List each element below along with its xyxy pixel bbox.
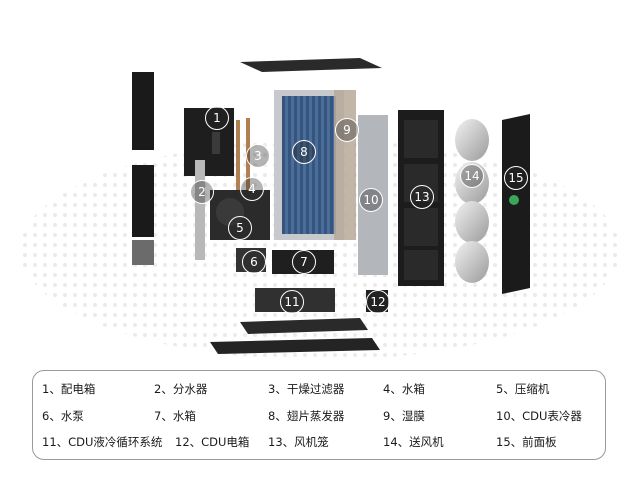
- fan-cage-bay-4: [404, 250, 438, 280]
- supply-fan-3: [455, 201, 489, 243]
- legend-item-5: 5、压缩机: [496, 382, 550, 396]
- callout-5: 5: [228, 216, 252, 240]
- callout-7: 7: [292, 250, 316, 274]
- callout-3: 3: [246, 144, 270, 168]
- legend-item-13: 13、风机笼: [268, 435, 329, 449]
- top-cover-panel: [240, 58, 382, 72]
- callout-4: 4: [240, 177, 264, 201]
- legend-item-10: 10、CDU表冷器: [496, 409, 582, 423]
- callout-8: 8: [292, 140, 316, 164]
- left-side-panel-lower: [132, 165, 154, 237]
- base-tray-lower: [210, 338, 380, 354]
- callout-1: 1: [205, 106, 229, 130]
- callout-6: 6: [242, 250, 266, 274]
- legend-item-4: 4、水箱: [383, 382, 425, 396]
- legend-item-8: 8、翅片蒸发器: [268, 409, 345, 423]
- left-side-panel-upper: [132, 72, 154, 150]
- legend-item-9: 9、湿膜: [383, 409, 425, 423]
- legend-item-6: 6、水泵: [42, 409, 84, 423]
- copper-pipe-1: [236, 120, 240, 190]
- front-panel-logo-mark: [509, 195, 519, 205]
- exploded-view-diagram: 1 2 3 4 5 6 7 8 9 10 11 12 13 14 15: [20, 58, 620, 360]
- callout-15: 15: [504, 166, 528, 190]
- component-legend: 1、配电箱 2、分水器 3、干燥过滤器 4、水箱 5、压缩机 6、水泵 7、水箱…: [32, 370, 606, 460]
- legend-item-7: 7、水箱: [154, 409, 196, 423]
- callout-2: 2: [190, 180, 214, 204]
- callout-9: 9: [335, 118, 359, 142]
- callout-14: 14: [460, 164, 484, 188]
- exploded-view-artwork: [20, 58, 620, 360]
- legend-item-15: 15、前面板: [496, 435, 557, 449]
- water-manifold: [195, 160, 205, 260]
- left-grille-panel: [132, 240, 154, 265]
- callout-13: 13: [410, 185, 434, 209]
- fan-cage-bay-1: [404, 120, 438, 158]
- wet-film: [334, 90, 356, 240]
- base-tray-upper: [240, 318, 368, 334]
- legend-item-3: 3、干燥过滤器: [268, 382, 345, 396]
- distribution-box-breakers: [212, 132, 220, 154]
- fan-cage-bay-3: [404, 208, 438, 246]
- fin-evaporator-coil: [282, 96, 336, 234]
- legend-item-2: 2、分水器: [154, 382, 208, 396]
- supply-fan-1: [455, 119, 489, 161]
- legend-item-12: 12、CDU电箱: [175, 435, 250, 449]
- legend-item-1: 1、配电箱: [42, 382, 96, 396]
- callout-12: 12: [366, 290, 390, 314]
- callout-10: 10: [359, 188, 383, 212]
- legend-item-11: 11、CDU液冷循环系统: [42, 435, 163, 449]
- legend-item-14: 14、送风机: [383, 435, 444, 449]
- callout-11: 11: [280, 290, 304, 314]
- supply-fan-4: [455, 241, 489, 283]
